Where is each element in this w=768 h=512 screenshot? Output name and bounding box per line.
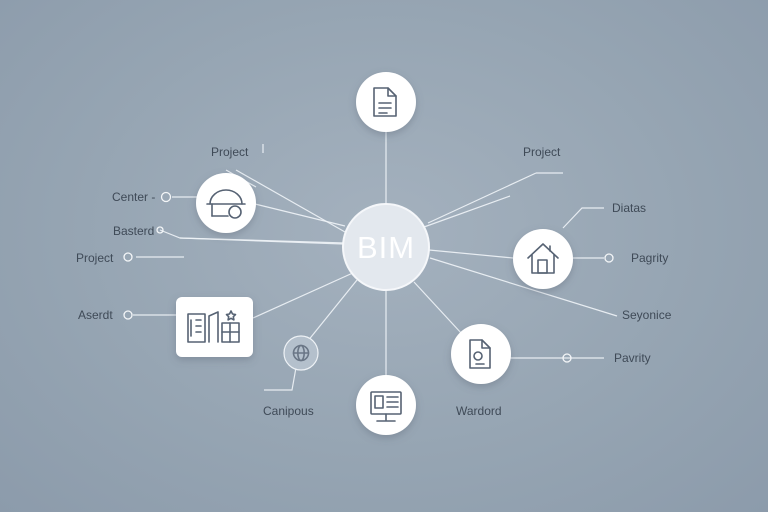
node-left-hardhat[interactable] — [196, 173, 256, 233]
label-diatas: Diatas — [612, 201, 647, 215]
label-pavrity: Pavrity — [614, 351, 651, 365]
connector-dots — [123, 191, 614, 363]
label-project-top-right: Project — [523, 145, 561, 159]
bim-hub[interactable]: BIM — [342, 203, 430, 291]
house-icon — [527, 243, 559, 274]
document-icon — [373, 87, 397, 117]
building-plans-icon — [187, 310, 240, 343]
label-canipous: Canipous — [263, 404, 314, 418]
node-left-plans[interactable] — [176, 297, 253, 357]
node-bottom-left-globe[interactable] — [283, 335, 319, 371]
label-aserdt: Aserdt — [78, 308, 113, 322]
label-project-left: Project — [76, 251, 114, 265]
node-bottom-right-file[interactable] — [451, 324, 511, 384]
node-right-house[interactable] — [513, 229, 573, 289]
file-icon — [469, 339, 491, 369]
label-project-top-left: Project — [211, 145, 249, 159]
label-basterd: Basterd — [113, 224, 155, 238]
label-center: Center - — [112, 190, 156, 204]
globe-icon — [292, 344, 310, 362]
monitor-icon — [370, 391, 402, 422]
hub-label: BIM — [357, 230, 415, 265]
label-pagrity: Pagrity — [631, 251, 669, 265]
label-wardord: Wardord — [456, 404, 502, 418]
node-top-document[interactable] — [356, 72, 416, 132]
hard-hat-icon — [206, 189, 246, 219]
label-seyonice: Seyonice — [622, 308, 672, 322]
node-bottom-monitor[interactable] — [356, 375, 416, 435]
